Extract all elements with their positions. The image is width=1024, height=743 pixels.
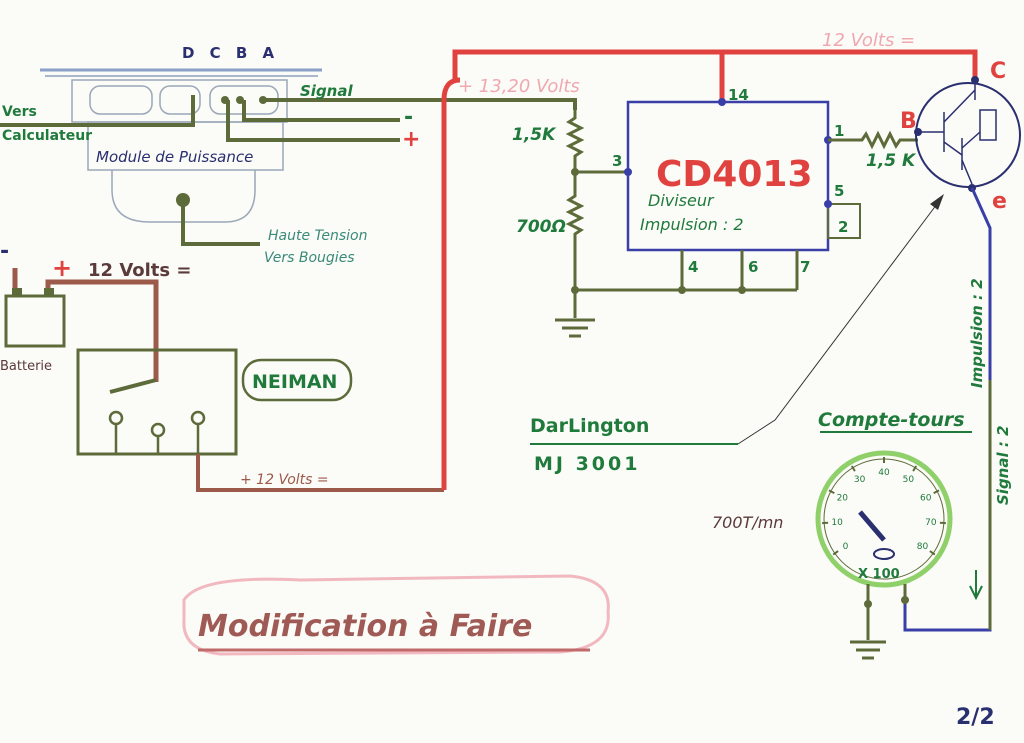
ic-desc1: Diviseur — [648, 191, 715, 210]
out-signal-label: Signal : 2 — [994, 425, 1012, 505]
caption-text: Modification à Faire — [198, 609, 532, 644]
ic-desc2: Impulsion : 2 — [640, 215, 744, 234]
pin4-label: 4 — [688, 258, 698, 276]
r1-label: 1,5K — [512, 125, 557, 145]
rail-voltage-label: + 13,20 Volts — [458, 76, 580, 97]
pointer-arrow — [930, 194, 944, 210]
imp-label: Impulsion : 2 — [968, 278, 986, 388]
tach-tick-label: 20 — [837, 493, 849, 503]
signal-arrow — [970, 570, 982, 598]
calculateur-label: Calculateur — [2, 128, 92, 144]
tach-tick-label: 0 — [843, 542, 849, 552]
page-number: 2/2 — [956, 705, 995, 730]
signal-label: Signal — [300, 82, 353, 100]
connector-slot-d — [90, 86, 152, 114]
battery-minus: - — [0, 239, 9, 264]
transistor-case — [916, 83, 1020, 187]
plus-label: + — [402, 127, 420, 152]
tach-tick-label: 10 — [831, 518, 843, 528]
battery-voltage: 12 Volts = — [88, 260, 191, 281]
tach-tick-label: 80 — [917, 542, 929, 552]
switch-contact-3 — [192, 412, 204, 424]
bougies-label: Vers Bougies — [264, 250, 355, 266]
pointer-line — [738, 200, 940, 444]
battery-body — [6, 296, 64, 346]
pin1-label: 1 — [834, 122, 844, 140]
ht-label: Haute Tension — [268, 228, 367, 244]
pin6-label: 6 — [748, 258, 758, 276]
terminals-label: D C B A — [182, 44, 279, 62]
tach-tick-label: 60 — [920, 493, 932, 503]
switch-contact-2 — [152, 424, 164, 436]
battery-pos-post — [44, 288, 54, 296]
c-label: C — [990, 59, 1006, 84]
tach-tick-label: 70 — [925, 518, 937, 528]
resistor-r1 — [569, 110, 581, 172]
pin3-label: 3 — [612, 152, 622, 170]
battery-label: Batterie — [0, 359, 52, 374]
tach-title: Compte-tours — [818, 409, 965, 431]
pin14-label: 14 — [728, 86, 749, 104]
ignition-switch: NEIMAN — [78, 350, 351, 454]
darlington-transistor — [916, 76, 1020, 192]
tachometer: Compte-tours 0 10 20 30 40 50 60 70 80 X 100 700… — [712, 409, 972, 658]
wire-signal — [263, 100, 575, 110]
pin5-label: 5 — [834, 182, 844, 200]
ic-name: CD4013 — [656, 154, 813, 195]
switch-contact-1 — [110, 412, 122, 424]
ic-cd4013: CD4013 Diviseur Impulsion : 2 14 3 1 5 2… — [612, 86, 860, 294]
battery: - + 12 Volts = Batterie — [0, 239, 191, 374]
vers-label: Vers — [2, 104, 37, 120]
top-voltage-label: 12 Volts = — [822, 30, 915, 51]
tach-rpm: 700T/mn — [712, 513, 783, 532]
e-label: e — [992, 189, 1007, 214]
transistor-name2: MJ 3001 — [534, 453, 640, 475]
rb-label: 1,5 K — [866, 151, 917, 171]
pin7-label: 7 — [800, 258, 810, 276]
module-title: Module de Puissance — [96, 148, 253, 166]
resistor-r2 — [569, 172, 581, 318]
r2-label: 700Ω — [516, 217, 566, 237]
tach-needle — [860, 512, 884, 540]
pin2-label: 2 — [838, 218, 848, 236]
transistor-name1: DarLington — [530, 415, 649, 437]
tach-tick-label: 50 — [903, 475, 915, 485]
tach-tick-label: 40 — [878, 468, 890, 478]
tach-mult: X 100 — [858, 567, 900, 582]
battery-plus: + — [52, 254, 72, 282]
wire-plus — [244, 100, 400, 120]
ignition-out-label: + 12 Volts = — [240, 472, 329, 488]
switch-blade — [110, 380, 156, 392]
b-label: B — [900, 109, 917, 134]
neiman-label: NEIMAN — [252, 371, 337, 393]
battery-neg-post — [12, 288, 22, 296]
tach-tick-label: 30 — [854, 475, 866, 485]
